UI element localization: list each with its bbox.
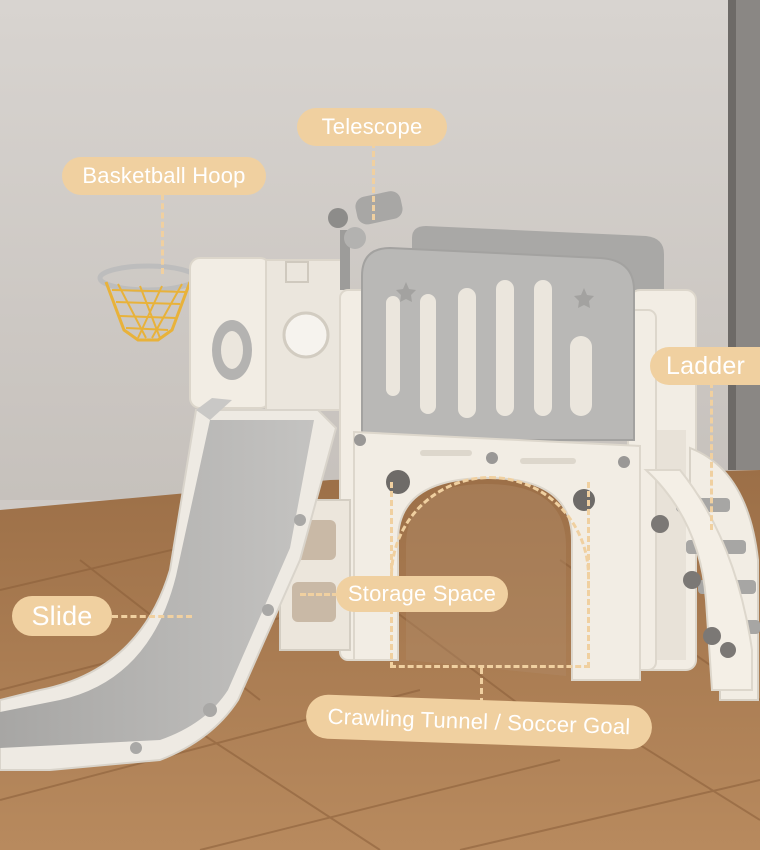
ladder bbox=[643, 446, 760, 701]
slide bbox=[0, 398, 338, 771]
bolt-icon bbox=[618, 456, 630, 468]
star-icon bbox=[396, 282, 416, 302]
basketball-hoop-label: Basketball Hoop bbox=[62, 157, 266, 195]
bolt-icon bbox=[354, 434, 366, 446]
star-icon bbox=[574, 288, 594, 308]
tunnel-leader bbox=[480, 668, 483, 704]
storage-space-leader bbox=[300, 593, 338, 596]
storage-space-label: Storage Space bbox=[336, 576, 508, 612]
left-tower bbox=[189, 257, 347, 411]
ladder-label: Ladder bbox=[650, 347, 760, 385]
slide-label: Slide bbox=[12, 596, 112, 636]
slide-leader bbox=[112, 615, 192, 618]
ladder-leader bbox=[710, 382, 713, 530]
basketball-hoop-leader bbox=[161, 194, 164, 274]
telescope-leader bbox=[372, 142, 375, 220]
telescope bbox=[328, 191, 403, 290]
telescope-label: Telescope bbox=[297, 108, 447, 146]
bolt-icon bbox=[486, 452, 498, 464]
